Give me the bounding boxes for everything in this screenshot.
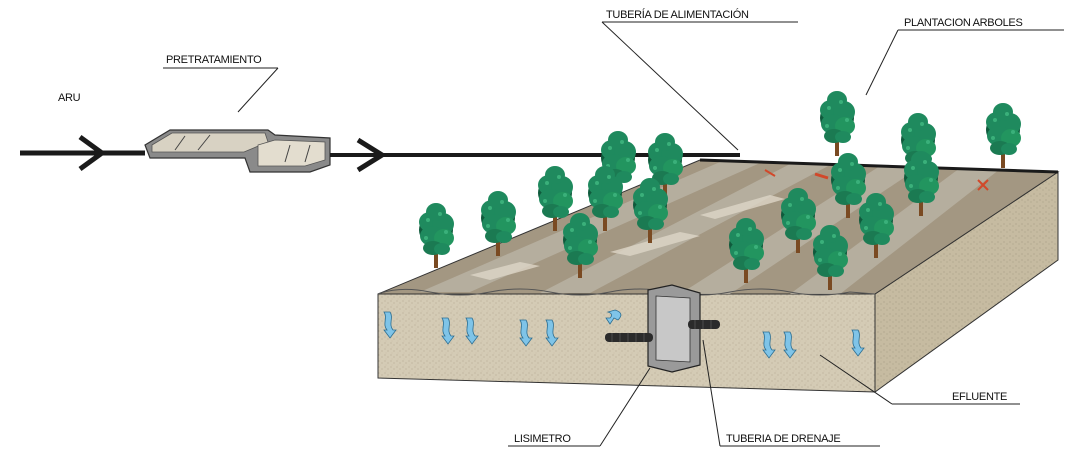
soil-block	[377, 158, 1060, 393]
label-pretratamiento: PRETRATAMIENTO	[166, 54, 262, 66]
drainage-pipe	[605, 309, 720, 342]
label-plantacion-arboles: PLANTACION ARBOLES	[904, 17, 1023, 29]
lysimeter	[647, 284, 701, 373]
label-aru: ARU	[58, 92, 81, 104]
inlet-pipe	[20, 134, 145, 172]
label-efluente: EFLUENTE	[952, 391, 1007, 403]
label-tuberia-drenaje: TUBERIA DE DRENAJE	[726, 433, 840, 445]
leader-lines	[163, 21, 1064, 447]
label-tuberia-alimentacion: TUBERÍA DE ALIMENTACIÓN	[606, 8, 749, 21]
pretreatment-unit	[144, 129, 331, 173]
labels: ARU PRETRATAMIENTO TUBERÍA DE ALIMENTACI…	[58, 8, 1023, 445]
label-lisimetro: LISIMETRO	[514, 433, 571, 445]
